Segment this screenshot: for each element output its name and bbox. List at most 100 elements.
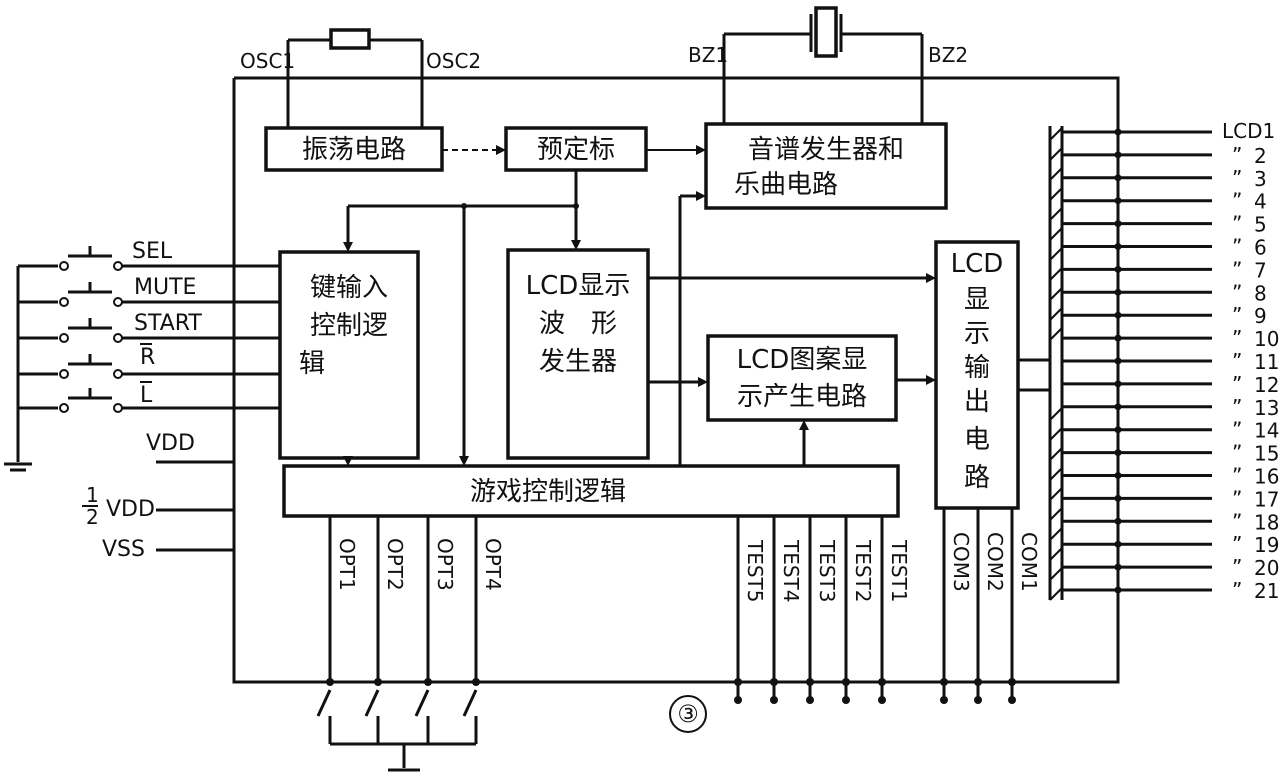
lcd-output-char-7: 路 [964,463,990,493]
test2-label: TEST2 [851,539,875,603]
lcd-junction-7 [1114,265,1122,273]
figure-number-circle [669,695,707,733]
lcd-ditto-6: ” [1232,235,1242,259]
lcd-junction-1 [1114,128,1122,136]
osc1-label: OSC1 [240,49,295,73]
lcd-waveform-line2: 波 形 [539,309,617,339]
lcd-waveform-block [506,248,650,460]
lcd-pin-labels: ”2”3”4”5”6”7”8”9”10”11”12”13”14”15”16”17… [1232,143,1279,603]
lcd-pin-19: 19 [1254,533,1279,557]
figure-number: ③ [677,700,699,728]
lcd-pin-16: 16 [1254,465,1279,489]
lcd-pin-3: 3 [1254,167,1267,191]
lcd-output-char-5: 出 [964,387,990,417]
test1-label: TEST1 [887,539,911,603]
com-pins [940,508,1016,704]
lcd-ditto-2: ” [1232,143,1242,167]
lcd-pin-8: 8 [1254,281,1267,305]
key-input-line1: 键输入 [310,273,388,303]
lcd-junction-8 [1114,288,1122,296]
lcd-pattern-block [706,334,898,422]
lcd-ditto-11: ” [1232,349,1242,373]
osc2-label: OSC2 [426,49,481,73]
tone-generator-block [704,122,948,210]
vss-label: VSS [102,537,145,562]
lcd-pin-6: 6 [1254,236,1267,260]
lcd-ditto-15: ” [1232,441,1242,465]
switch-2 [18,282,280,307]
lcd-junction-12 [1114,380,1122,388]
lcd-pin-20: 20 [1254,556,1279,580]
lcd-pin-10: 10 [1254,327,1279,351]
lcd-output-char-4: 输 [964,353,990,383]
bz2-label: BZ2 [928,43,968,67]
lcd-pin-13: 13 [1254,396,1279,420]
lcd-ditto-13: ” [1232,395,1242,419]
switch-label-r: R [140,345,155,370]
lcd-waveform-line1: LCD显示 [526,271,631,301]
lcd-pin-12: 12 [1254,373,1279,397]
lcd-junction-16 [1114,472,1122,479]
lcd-ditto-12: ” [1232,372,1242,396]
switch-label-mute: MUTE [134,275,196,300]
lcd-junction-10 [1114,334,1122,342]
lcd-ditto-20: ” [1232,555,1242,579]
lcd-junction-2 [1114,151,1122,159]
lcd-output-char-2: 显 [964,285,990,315]
vdd-label: VDD [146,431,195,456]
lcd-pattern-line1: LCD图案显 [737,345,868,375]
lcd-ditto-10: ” [1232,326,1242,350]
tone-generator-line1: 音谱发生器和 [748,135,904,165]
half-numerator: 1 [86,483,99,507]
lcd-junction-21 [1114,586,1122,594]
lcd-junction-3 [1114,174,1122,182]
lcd-junction-11 [1114,357,1122,365]
lcd-junction-5 [1114,220,1122,228]
lcd-pin-7: 7 [1254,258,1267,282]
lcd-pin-2: 2 [1254,144,1267,168]
switch-3 [18,318,280,343]
lcd-pin-18: 18 [1254,510,1279,534]
lcd-ditto-9: ” [1232,303,1242,327]
lcd-pin-11: 11 [1254,350,1279,374]
key-input-line3: 辑 [299,349,325,379]
switch-5 [18,388,280,413]
key-input-line2: 控制逻 [310,311,388,341]
opt4-label: OPT4 [481,538,505,591]
lcd-junction-9 [1114,311,1122,319]
oscillator-label: 振荡电路 [302,135,406,165]
com3-label: COM3 [949,532,973,592]
lcd-output-char-3: 示 [964,319,990,349]
lcd-ditto-7: ” [1232,257,1242,281]
lcd-junction-4 [1114,197,1122,205]
lcd-bus [1048,126,1064,601]
lcd-junction-6 [1114,243,1122,250]
bz1-label: BZ1 [688,43,728,67]
switch-label-start: START [134,311,202,336]
opt-pins [316,516,480,772]
lcd-junction-20 [1114,563,1122,571]
buzzer-crystal [722,6,924,124]
lcd-pin-15: 15 [1254,442,1279,466]
lcd1-label: LCD1 [1222,119,1275,143]
test4-label: TEST4 [779,539,803,603]
lcd-ditto-5: ” [1232,212,1242,236]
key-input-block [278,250,420,460]
power-pins [156,460,234,552]
lcd-ditto-19: ” [1232,532,1242,556]
lcd-ditto-16: ” [1232,464,1242,488]
lcd-pin-17: 17 [1254,487,1279,511]
lcd-pin-14: 14 [1254,419,1279,443]
switch-4 [18,354,280,379]
opt2-label: OPT2 [383,538,407,591]
test3-label: TEST3 [815,539,839,603]
switch-label-l: L [140,383,153,408]
lcd-pin-21: 21 [1254,579,1279,603]
game-logic-block [282,464,900,518]
lcd-waveform-line3: 发生器 [539,347,617,377]
opt3-label: OPT3 [433,538,457,591]
lcd-pin-5: 5 [1254,213,1267,237]
lcd-junction-18 [1114,517,1122,525]
half-vdd-label: VDD [106,497,155,522]
